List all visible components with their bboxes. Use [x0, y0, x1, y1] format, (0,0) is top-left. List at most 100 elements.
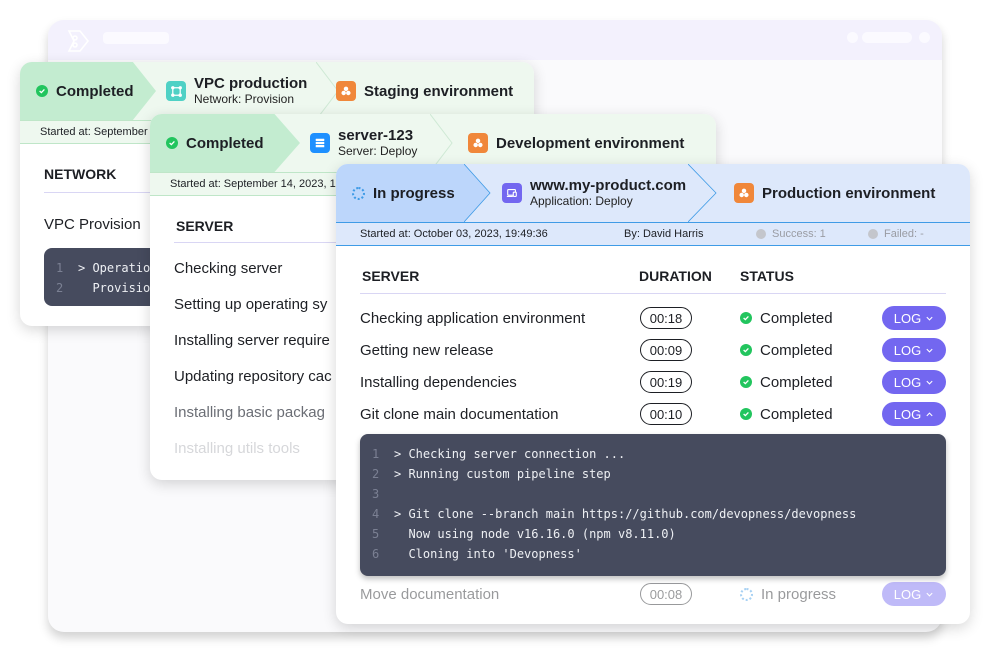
- step-row: Setting up operating sy: [174, 296, 328, 313]
- failed-count: Failed: -: [868, 228, 924, 240]
- status-label: Completed: [56, 82, 134, 100]
- pipeline-steps: Completed server-123 Server: Deploy Deve…: [150, 114, 716, 172]
- step-row: Checking server: [174, 260, 283, 277]
- target-step[interactable]: VPC production Network: Provision: [166, 62, 307, 120]
- status-step: In progress: [336, 164, 490, 222]
- column-header-duration: DURATION: [639, 268, 712, 284]
- table-divider: [360, 293, 946, 294]
- code-line: 4> Git clone --branch main https://githu…: [372, 507, 857, 521]
- target-subtitle: Network: Provision: [194, 92, 295, 106]
- chevron-down-icon: [926, 592, 933, 597]
- duration-badge: 00:18: [640, 307, 692, 329]
- check-circle-icon: [740, 376, 752, 388]
- status-cell: Completed: [740, 374, 833, 391]
- step-name: Checking application environment: [360, 309, 586, 327]
- section-divider: [44, 192, 164, 193]
- pipeline-steps: Completed VPC production Network: Provis…: [20, 62, 534, 120]
- header-dot[interactable]: [847, 32, 858, 43]
- step-name: Getting new release: [360, 341, 494, 359]
- spinner-icon: [740, 587, 753, 601]
- chevron-down-icon: [926, 348, 933, 353]
- chevron-up-icon: [926, 411, 933, 416]
- status-label: In progress: [373, 184, 455, 202]
- section-title: SERVER: [176, 218, 234, 234]
- started-at: Started at: September 14, 2023, 14: [170, 178, 342, 190]
- status-cell: Completed: [740, 342, 833, 359]
- header-dot[interactable]: [919, 32, 930, 43]
- log-toggle-button[interactable]: LOG: [882, 402, 946, 426]
- log-toggle-button[interactable]: LOG: [882, 582, 946, 606]
- duration-badge: 00:10: [640, 403, 692, 425]
- code-line: 1> Checking server connection ...: [372, 447, 626, 461]
- duration-badge: 00:19: [640, 371, 692, 393]
- application-icon: [502, 183, 522, 203]
- target-title: server-123: [338, 127, 414, 144]
- app-title-placeholder: [103, 32, 169, 44]
- check-circle-icon: [740, 344, 752, 356]
- run-by: By: David Harris: [624, 228, 704, 240]
- column-header-server: SERVER: [362, 268, 420, 284]
- log-toggle-button[interactable]: LOG: [882, 370, 946, 394]
- log-output: 1> Operation 2 Provision: [44, 248, 164, 306]
- step-name: Git clone main documentation: [360, 405, 559, 423]
- environment-step[interactable]: Development environment: [468, 114, 684, 172]
- step-row: Installing basic packag: [174, 404, 325, 421]
- failed-icon: [868, 229, 878, 239]
- chevron-down-icon: [926, 380, 933, 385]
- check-circle-icon: [166, 137, 178, 149]
- environment-label: Development environment: [496, 134, 685, 152]
- code-line: 3: [372, 487, 380, 501]
- chevron-down-icon: [926, 316, 933, 321]
- code-line: 5 Now using node v16.16.0 (npm v8.11.0): [372, 527, 676, 541]
- target-title: www.my-product.com: [530, 177, 687, 194]
- target-step[interactable]: server-123 Server: Deploy: [310, 114, 417, 172]
- status-cell: Completed: [740, 310, 833, 327]
- app-header: [48, 20, 942, 60]
- environment-step[interactable]: Production environment: [734, 164, 935, 222]
- status-label: Completed: [186, 134, 264, 152]
- server-icon: [310, 133, 330, 153]
- target-title: VPC production: [194, 75, 308, 92]
- table-row: Checking application environment 00:18 C…: [360, 305, 946, 331]
- step-separator-icon: [464, 164, 491, 222]
- log-toggle-button[interactable]: LOG: [882, 306, 946, 330]
- header-pill[interactable]: [862, 32, 912, 43]
- status-step: Completed: [20, 62, 156, 120]
- check-circle-icon: [36, 85, 48, 97]
- target-subtitle: Server: Deploy: [338, 144, 418, 158]
- status-cell: In progress: [740, 586, 836, 603]
- column-header-status: STATUS: [740, 268, 794, 284]
- pipeline-steps: In progress www.my-product.com Applicati…: [336, 164, 970, 222]
- code-line: 6 Cloning into 'Devopness': [372, 547, 582, 561]
- table-row: Installing dependencies 00:19 Completed …: [360, 369, 946, 395]
- target-step[interactable]: www.my-product.com Application: Deploy: [502, 164, 686, 222]
- step-row: Updating repository cac: [174, 368, 332, 385]
- started-at: Started at: September: [40, 126, 148, 138]
- step-row: Installing server require: [174, 332, 330, 349]
- environment-icon: [468, 133, 488, 153]
- code-line: 2 Provision: [56, 281, 158, 295]
- step-row: Installing utils tools: [174, 440, 300, 457]
- log-output: 1> Checking server connection ... 2> Run…: [360, 434, 946, 576]
- code-line: 1> Operation: [56, 261, 158, 275]
- table-row: Move documentation 00:08 In progress LOG: [360, 581, 946, 607]
- step-name: Installing dependencies: [360, 373, 517, 391]
- check-circle-icon: [740, 312, 752, 324]
- log-toggle-button[interactable]: LOG: [882, 338, 946, 362]
- success-icon: [756, 229, 766, 239]
- code-line: 2> Running custom pipeline step: [372, 467, 611, 481]
- success-count: Success: 1: [756, 228, 826, 240]
- environment-label: Production environment: [762, 184, 936, 202]
- environment-label: Staging environment: [364, 82, 514, 100]
- pipeline-card-application: In progress www.my-product.com Applicati…: [336, 164, 970, 624]
- step-separator-icon: [430, 114, 453, 172]
- section-divider: [174, 242, 374, 243]
- environment-icon: [734, 183, 754, 203]
- target-subtitle: Application: Deploy: [530, 194, 633, 208]
- spinner-icon: [352, 186, 365, 200]
- step-name: Move documentation: [360, 585, 500, 603]
- run-meta: Started at: October 03, 2023, 19:49:36 B…: [336, 222, 970, 246]
- network-icon: [166, 81, 186, 101]
- environment-step[interactable]: Staging environment: [336, 62, 513, 120]
- section-title: NETWORK: [44, 166, 117, 182]
